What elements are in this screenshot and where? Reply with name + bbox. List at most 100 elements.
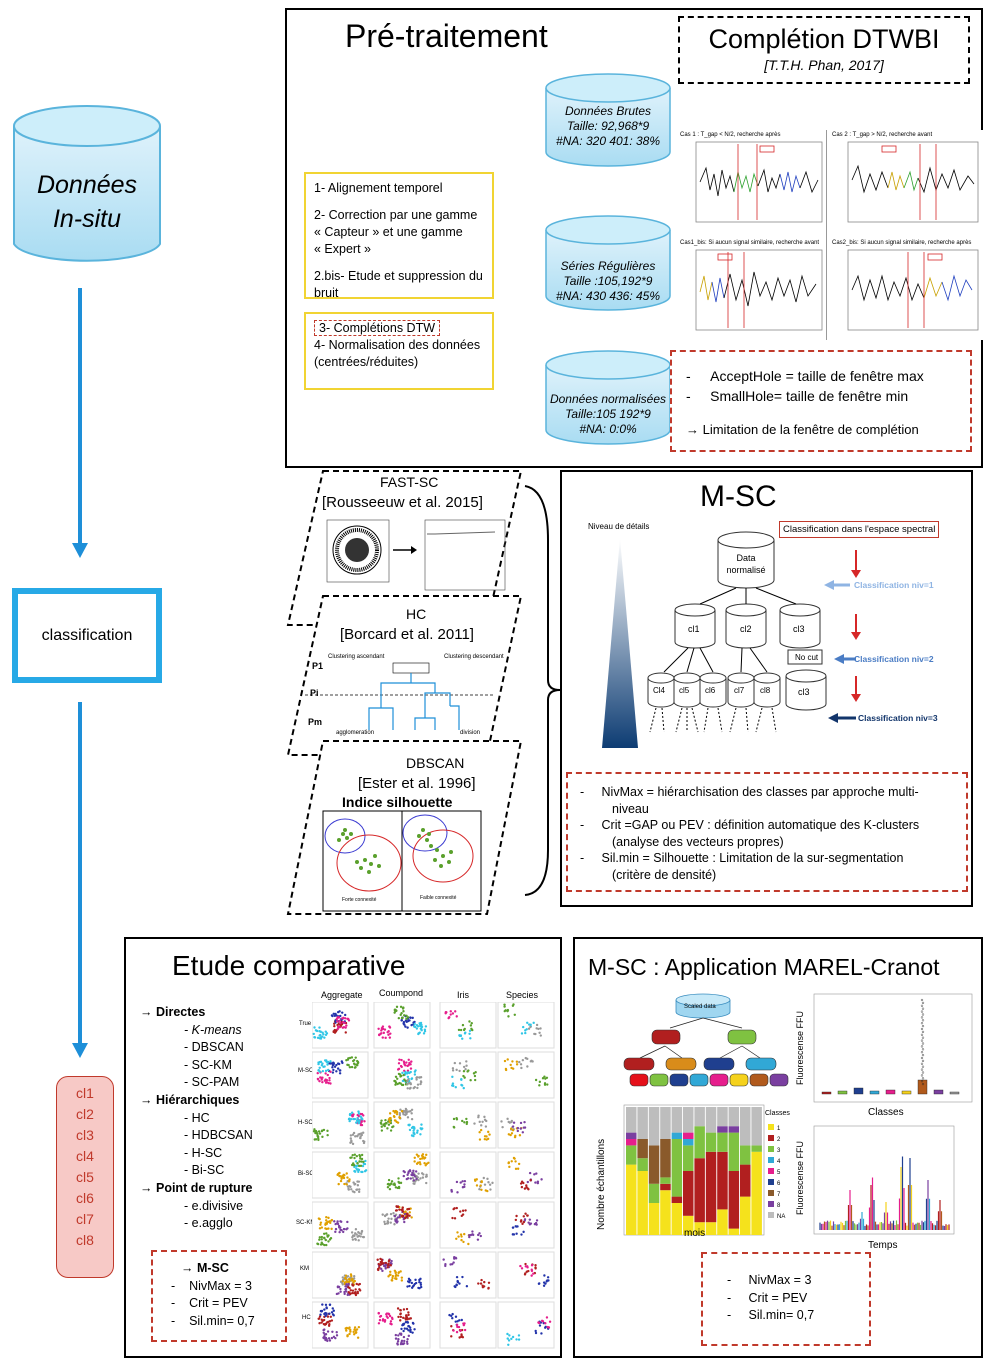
etude-item: HDBCSAN: [191, 1128, 253, 1143]
scatter-point: [461, 1119, 464, 1123]
scatter-point: [403, 1078, 406, 1081]
scatter-point: [347, 1188, 350, 1191]
scatter-point: [348, 1332, 351, 1336]
scatter-point: [384, 1121, 388, 1125]
steps-box-bottom: 3- Complétions DTW 4- Normalisation des …: [304, 312, 494, 390]
scatter-point: [483, 1115, 486, 1119]
scatter-point: [473, 1078, 477, 1082]
cyl-normalized-l1: Données normalisées: [549, 392, 667, 406]
scatter-point: [516, 1126, 520, 1130]
scatter-point: [419, 1285, 423, 1289]
scatter-point: [329, 1315, 333, 1318]
scatter-point: [511, 1335, 515, 1339]
scatter-point: [333, 1220, 336, 1223]
cluster-list: cl1 cl2 cl3 cl4 cl5 cl6 cl7 cl8: [56, 1076, 114, 1278]
scatter-point: [406, 1110, 409, 1114]
pretraitement-cylinders: [545, 73, 671, 445]
scatter-point: [419, 1283, 423, 1286]
scatter-point: [330, 1336, 334, 1340]
marel-ts-xlabel: Temps: [868, 1240, 898, 1251]
scatter-point: [413, 1022, 416, 1026]
scatter-point: [511, 1226, 515, 1229]
scatter-point: [454, 1010, 457, 1013]
cyl-regular-l2: Taille :105,192*9: [563, 274, 653, 288]
msc-data-label: Data normalisé: [724, 552, 768, 576]
scatter-point: [355, 1167, 358, 1170]
scatter-point: [338, 1174, 341, 1178]
hc-div-label: division: [460, 730, 481, 736]
scatter-point: [465, 1117, 468, 1121]
scatter-point: [483, 1137, 487, 1141]
scatter-point: [327, 1240, 330, 1243]
stacked-bar-segment: [671, 1132, 683, 1139]
scatter-point: [539, 1027, 542, 1030]
etude-row-label: H-SC: [298, 1120, 313, 1126]
scatter-point: [323, 1328, 326, 1331]
scatter-point: [391, 1274, 395, 1278]
scatter-point: [353, 1291, 356, 1295]
scatter-point: [458, 1069, 461, 1073]
stacked-bar-segment: [740, 1196, 751, 1235]
etude-rupture: Point de rupture: [155, 1180, 253, 1195]
legend-label: 5: [777, 1170, 781, 1176]
scatter-point: [360, 1160, 363, 1163]
scatter-point: [520, 1267, 524, 1270]
msc-node-cl7: cl7: [734, 686, 745, 695]
scatter-point: [388, 1314, 392, 1318]
scatter-point: [510, 1132, 514, 1135]
scatter-point: [407, 1171, 410, 1175]
scatter-point: [462, 1240, 465, 1244]
scatter-point: [456, 1325, 459, 1329]
marel-title: M-SC : Application MAREL-Cranot: [588, 954, 940, 980]
scatter-point: [451, 1216, 454, 1220]
scatter-point: [477, 1282, 480, 1285]
scatter-thumbnail: [497, 1101, 555, 1149]
scatter-point: [354, 1288, 357, 1291]
scatter-point: [318, 1227, 322, 1230]
scatter-point: [515, 1232, 518, 1235]
stacked-bar-segment: [683, 1145, 694, 1171]
scatter-point: [416, 1086, 419, 1090]
dtwbi-plot-title: Cas2_bis: Si aucun signal similaire, rec…: [832, 240, 972, 246]
methods-frames: [286, 470, 523, 915]
scatter-point: [400, 1110, 404, 1113]
etude-msc-box: → M-SC - NivMax = 3 - Crit = PEV - Sil.m…: [151, 1250, 287, 1342]
scatter-point: [329, 1082, 332, 1085]
scatter-point: [522, 1215, 525, 1218]
scatter-point: [453, 1061, 457, 1065]
scatter-point: [488, 1183, 492, 1186]
scatter-point: [478, 1138, 482, 1141]
scatter-point: [418, 1278, 421, 1282]
scatter-point: [349, 1134, 353, 1137]
scatter-point: [518, 1134, 522, 1137]
scatter-point: [511, 1060, 514, 1063]
scatter-point: [535, 1172, 538, 1175]
scatter-point: [400, 1083, 404, 1087]
scatter-point: [351, 1142, 355, 1146]
scatter-point: [326, 1063, 329, 1066]
scatter-point: [406, 1026, 409, 1029]
scatter-point: [346, 1058, 350, 1061]
scatter-point: [472, 1072, 476, 1075]
scatter-point: [399, 1005, 403, 1009]
scatter-point: [399, 1312, 402, 1316]
scatter-point: [393, 1182, 396, 1185]
scatter-point: [451, 1312, 454, 1316]
scatter-point: [403, 1339, 406, 1343]
scatter-point: [328, 1079, 331, 1082]
scatter-point: [334, 1222, 337, 1226]
msc-niveau-label: Niveau de détails: [588, 522, 650, 531]
scatter-point: [380, 1125, 383, 1128]
stacked-bar-segment: [648, 1183, 660, 1203]
cyl-regular-text: Séries Régulières Taille :105,192*9 #NA:…: [546, 259, 670, 304]
scatter-point: [475, 1178, 478, 1181]
scatter-point: [399, 1108, 402, 1111]
scatter-point: [349, 1137, 352, 1140]
scatter-point: [326, 1315, 330, 1318]
scatter-point: [396, 1343, 399, 1346]
scatter-point: [404, 1064, 407, 1067]
scatter-point: [408, 1214, 411, 1217]
scatter-point: [406, 1342, 409, 1345]
dbscan-title: DBSCAN: [406, 755, 465, 771]
